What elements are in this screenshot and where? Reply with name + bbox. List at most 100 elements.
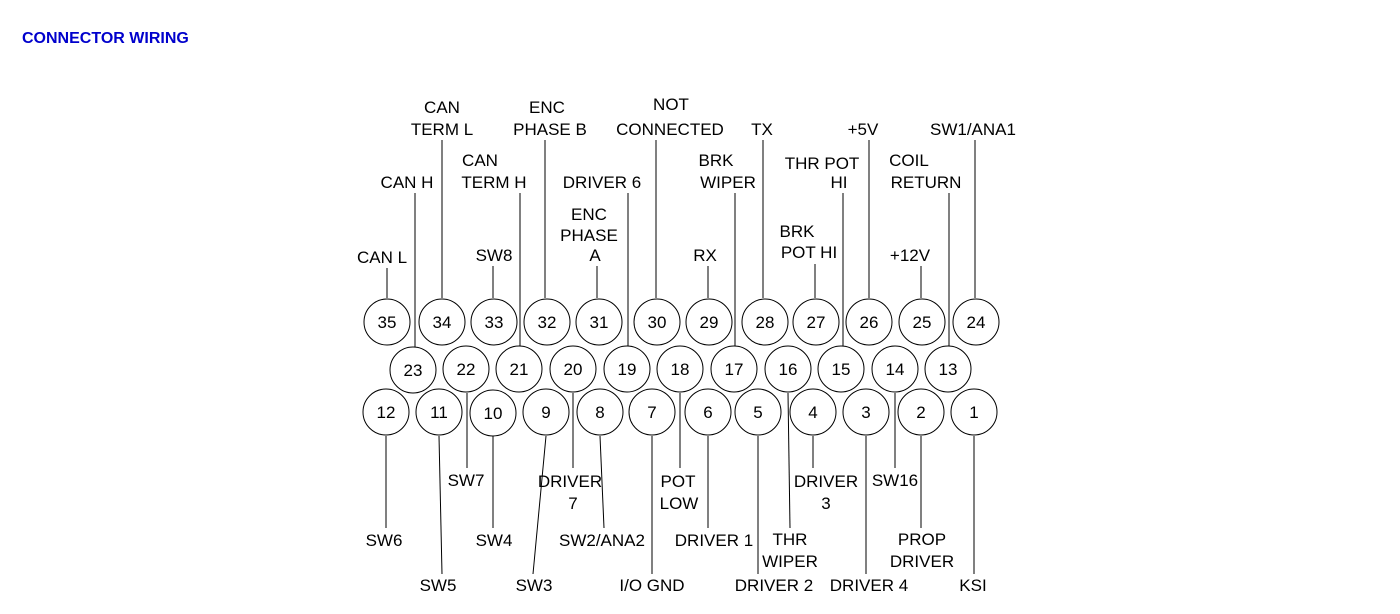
top-labels: CAN L CAN H CAN TERM L SW8 CAN TERM H EN…: [357, 95, 1016, 267]
label-brk-wiper-line1: BRK: [699, 151, 735, 170]
pin-6-number: 6: [703, 403, 712, 422]
label-thr-pot-hi-line1: THR POT: [785, 154, 860, 173]
page-title: CONNECTOR WIRING: [22, 30, 189, 47]
label-plus5v: +5V: [848, 120, 879, 139]
pin-30-number: 30: [648, 313, 667, 332]
label-driver-2: DRIVER 2: [735, 576, 813, 595]
pin-33-number: 33: [485, 313, 504, 332]
pin-21: 21: [495, 345, 543, 393]
pin-28: 28: [741, 298, 789, 346]
pin-27: 27: [792, 298, 840, 346]
pin-8-number: 8: [595, 403, 604, 422]
pin-15-number: 15: [832, 360, 851, 379]
pin-25-number: 25: [913, 313, 932, 332]
pin-29: 29: [685, 298, 733, 346]
label-coil-return-line2: RETURN: [891, 173, 962, 192]
label-enc-phase-a-line3: A: [589, 246, 601, 265]
label-thr-pot-hi-line2: HI: [831, 173, 848, 192]
pin-16-number: 16: [779, 360, 798, 379]
label-enc-phase-a-line2: PHASE: [560, 226, 618, 245]
wire-8: [599, 435, 605, 529]
label-sw6: SW6: [366, 531, 403, 550]
label-sw16: SW16: [872, 471, 918, 490]
pin-7: 7: [628, 388, 676, 436]
pin-1-number: 1: [969, 403, 978, 422]
label-sw7: SW7: [448, 471, 485, 490]
label-sw1-ana1: SW1/ANA1: [930, 120, 1016, 139]
label-coil-return-line1: COIL: [889, 151, 929, 170]
pin-3-number: 3: [861, 403, 870, 422]
label-sw8: SW8: [476, 246, 513, 265]
label-not-connected-line1: NOT: [653, 95, 689, 114]
pin-35: 35: [363, 298, 411, 346]
label-enc-phase-b-line1: ENC: [529, 98, 565, 117]
label-prop-driver-line2: DRIVER: [890, 552, 954, 571]
pin-4: 4: [789, 388, 837, 436]
label-brk-wiper-line2: WIPER: [700, 173, 756, 192]
label-can-h: CAN H: [381, 173, 434, 192]
label-enc-phase-b-line2: PHASE B: [513, 120, 587, 139]
pin-26: 26: [845, 298, 893, 346]
pin-9: 9: [522, 388, 570, 436]
pin-11-number: 11: [430, 403, 448, 422]
bottom-labels: SW6 SW5 SW7 SW4 SW3 DRIVER 7 SW2/ANA2 I/…: [366, 471, 987, 595]
pin-17: 17: [710, 345, 758, 393]
label-driver-4: DRIVER 4: [830, 576, 908, 595]
pin-23: 23: [389, 346, 437, 394]
pin-21-number: 21: [510, 360, 529, 379]
pin-22-number: 22: [457, 360, 476, 379]
pin-24-number: 24: [967, 313, 986, 332]
label-can-term-h-line2: TERM H: [461, 173, 526, 192]
pin-13: 13: [924, 345, 972, 393]
label-not-connected-line2: CONNECTED: [616, 120, 724, 139]
label-driver-6: DRIVER 6: [563, 173, 641, 192]
pin-10-number: 10: [484, 404, 503, 423]
label-thr-wiper-line1: THR: [773, 530, 808, 549]
label-brk-pot-hi-line1: BRK: [780, 222, 816, 241]
label-driver-1: DRIVER 1: [675, 531, 753, 550]
pin-6: 6: [684, 388, 732, 436]
pin-34: 34: [418, 298, 466, 346]
label-rx: RX: [693, 246, 717, 265]
label-can-l: CAN L: [357, 248, 407, 267]
label-driver-3-line2: 3: [821, 494, 830, 513]
pin-20-number: 20: [564, 360, 583, 379]
pin-19-number: 19: [618, 360, 637, 379]
pin-18-number: 18: [671, 360, 690, 379]
pin-3: 3: [842, 388, 890, 436]
pin-17-number: 17: [725, 360, 744, 379]
pin-31-number: 31: [590, 313, 609, 332]
wire-11: [438, 435, 443, 575]
label-can-term-l-line1: CAN: [424, 98, 460, 117]
label-driver-7-line2: 7: [568, 494, 577, 513]
pin-34-number: 34: [433, 313, 452, 332]
pin-14: 14: [871, 345, 919, 393]
pin-32-number: 32: [538, 313, 557, 332]
pin-13-number: 13: [939, 360, 958, 379]
label-sw5: SW5: [420, 576, 457, 595]
label-prop-driver-line1: PROP: [898, 530, 946, 549]
label-pot-low-line1: POT: [661, 472, 696, 491]
pin-5: 5: [734, 388, 782, 436]
pin-33: 33: [470, 298, 518, 346]
pin-15: 15: [817, 345, 865, 393]
label-can-term-h-line1: CAN: [462, 151, 498, 170]
pin-12: 12: [362, 388, 410, 436]
pins-top-row: 35 34 33 32 31 30 29 28 27 26 25 24: [363, 298, 1000, 346]
pin-2: 2: [897, 388, 945, 436]
label-ksi: KSI: [959, 576, 986, 595]
pin-10: 10: [469, 389, 517, 437]
pin-25: 25: [898, 298, 946, 346]
pin-18: 18: [656, 345, 704, 393]
label-plus12v: +12V: [890, 246, 931, 265]
pin-28-number: 28: [756, 313, 775, 332]
pin-2-number: 2: [916, 403, 925, 422]
label-io-gnd: I/O GND: [619, 576, 684, 595]
label-thr-wiper-line2: WIPER: [762, 552, 818, 571]
pin-23-number: 23: [404, 361, 423, 380]
label-sw3: SW3: [516, 576, 553, 595]
pin-26-number: 26: [860, 313, 879, 332]
pin-35-number: 35: [378, 313, 397, 332]
pin-16: 16: [764, 345, 812, 393]
label-sw2-ana2: SW2/ANA2: [559, 531, 645, 550]
